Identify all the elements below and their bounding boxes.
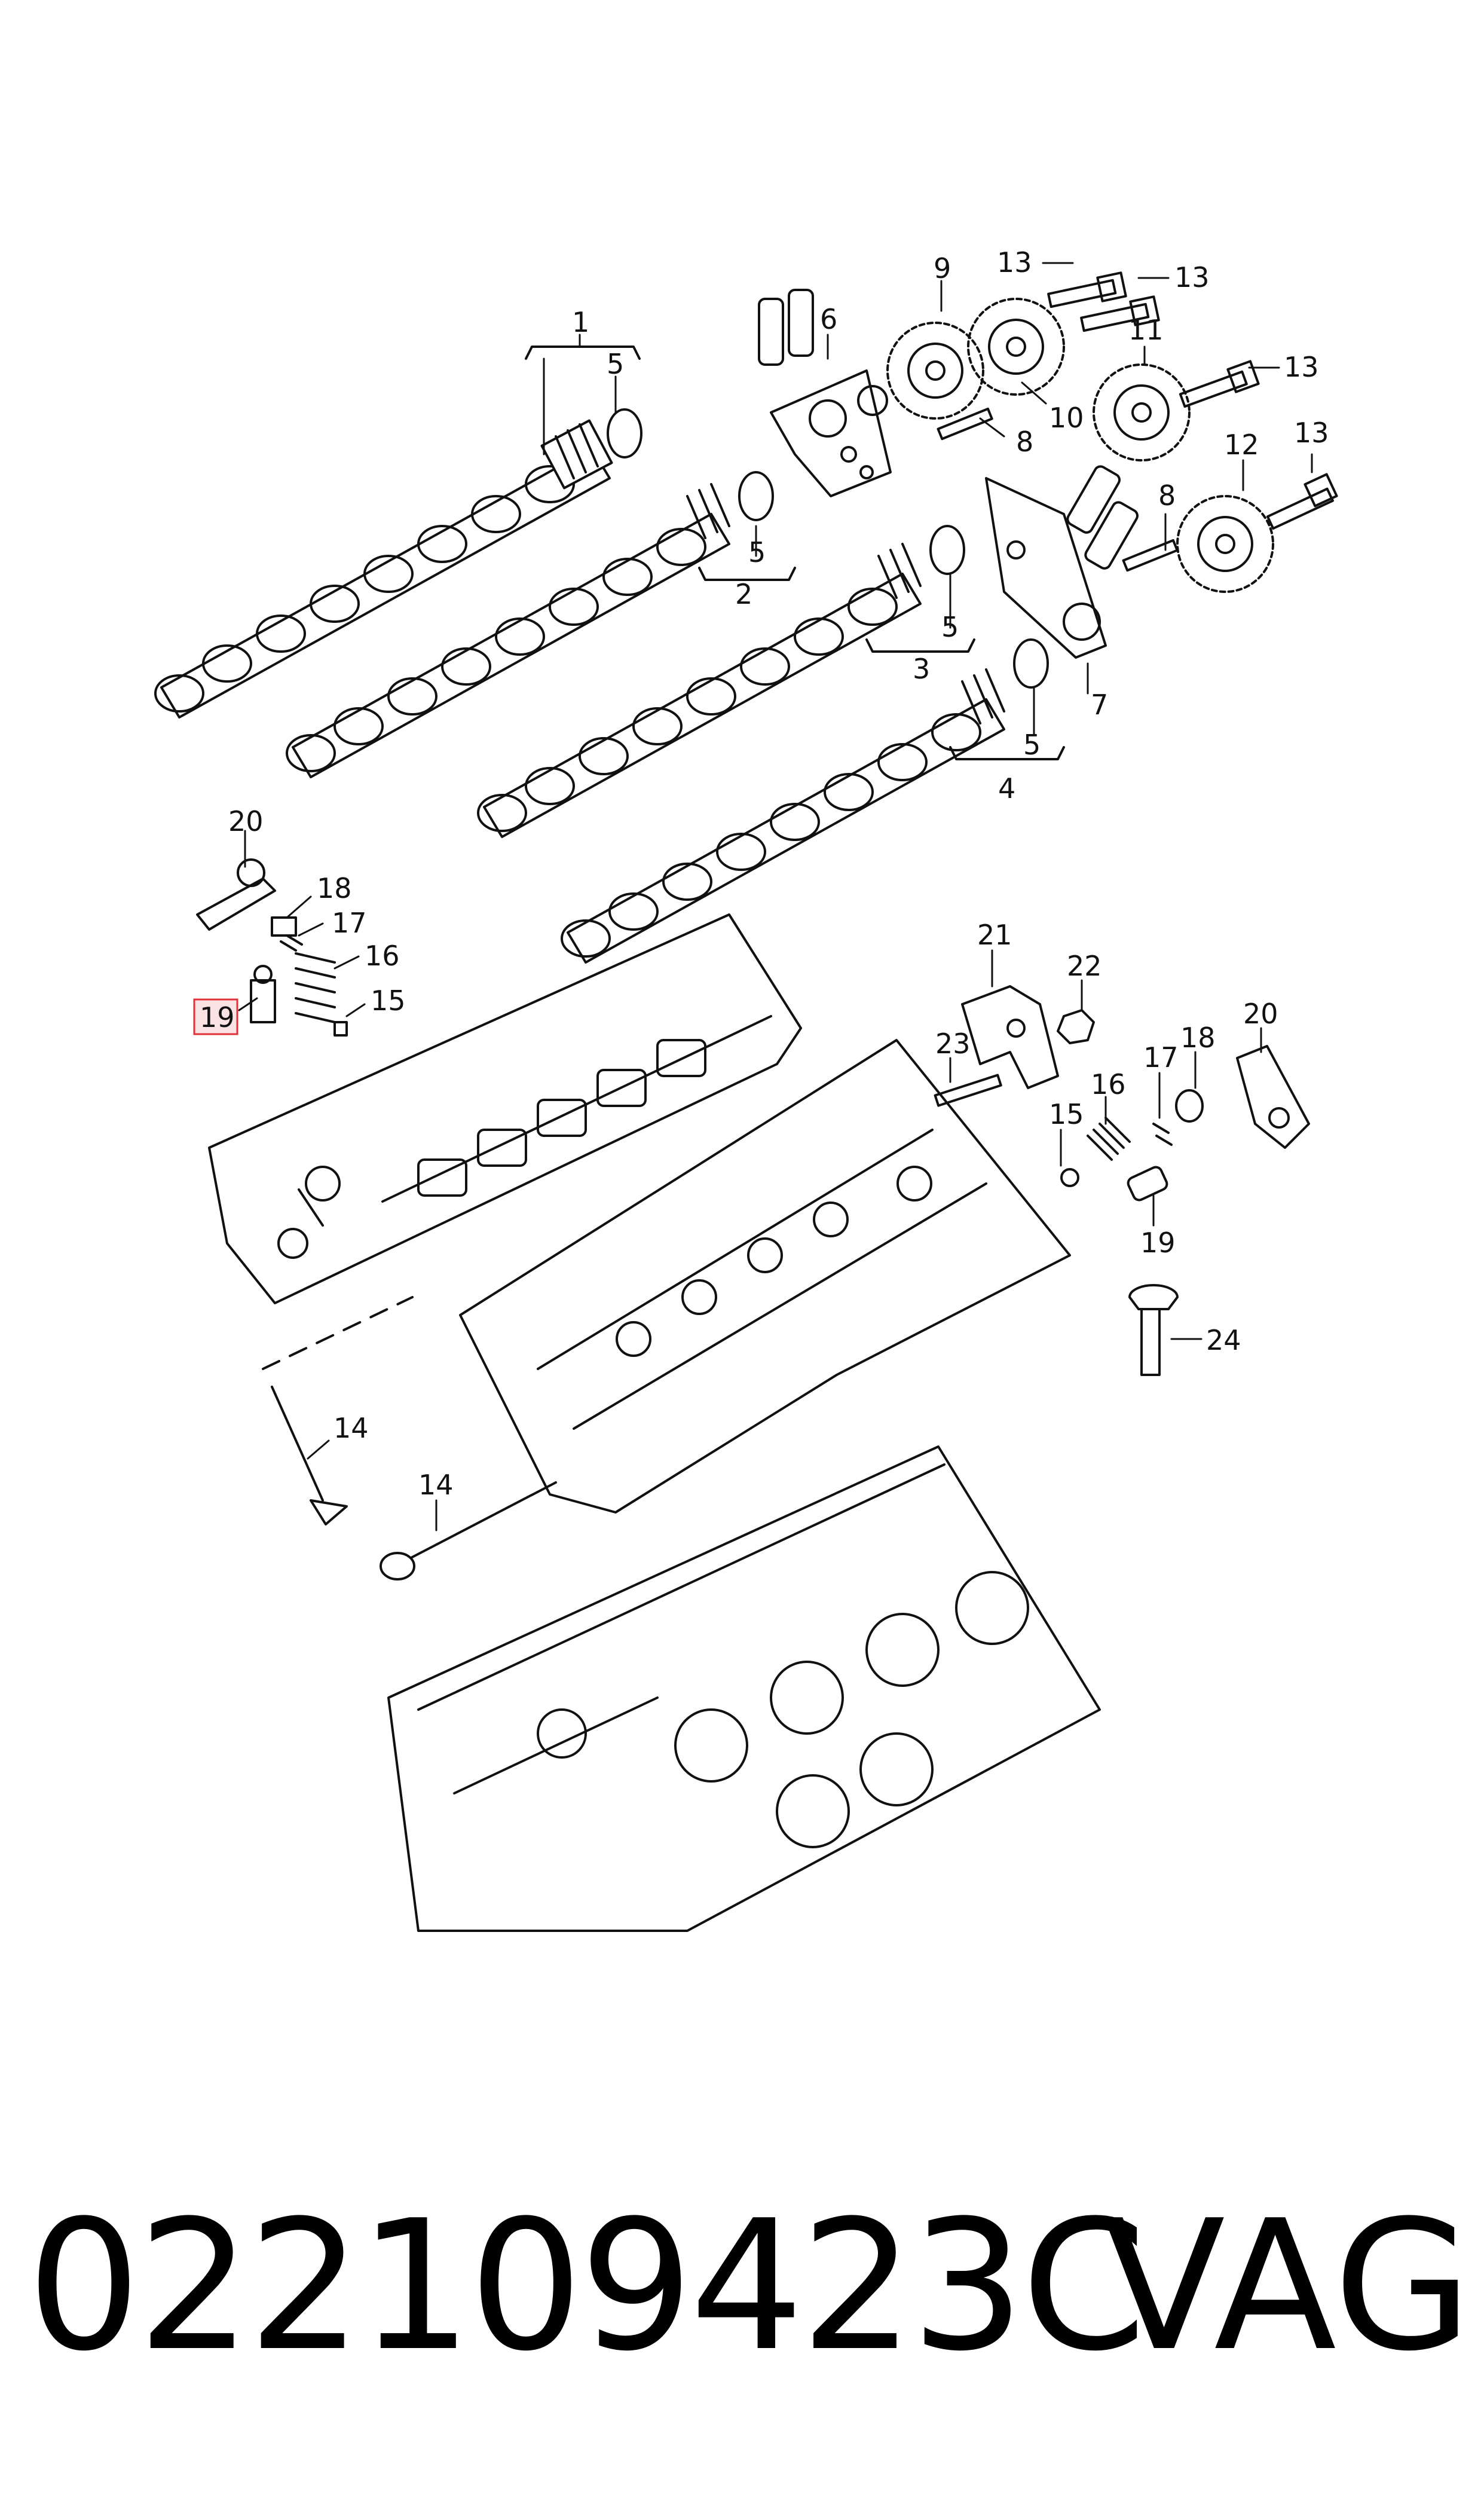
camshaft-3 [477,543,922,838]
callout-16a: 16 [365,940,400,972]
callout-20a: 20 [228,805,264,837]
valve-seal-18-left [271,916,297,937]
valve-cotter-17-right [1152,1123,1173,1146]
o-ring-5c [929,525,965,575]
stud-23 [934,1074,1002,1107]
callout-21: 21 [977,919,1012,951]
valve-spring-seat-15-right [1060,1168,1079,1187]
callout-15a: 15 [371,985,406,1017]
cylinder-head-right [459,1039,1071,1514]
callout-18a: 18 [317,872,352,904]
callout-13b: 13 [1174,261,1210,294]
callout-5c: 5 [941,611,959,643]
footer: 022109423C VAG [27,2182,1472,2391]
callout-18b: 18 [1180,1022,1216,1054]
callout-6: 6 [820,303,837,335]
o-ring-5d [1013,638,1049,689]
sprocket-11 [1093,363,1191,461]
bearing-cap-21 [961,985,1059,1089]
camshaft-1 [154,419,613,719]
camshaft-4 [561,668,1005,964]
sprocket-12 [1176,495,1274,593]
callout-4: 4 [998,772,1015,805]
camshaft-adjuster-6 [758,289,892,497]
callout-24: 24 [1206,1324,1241,1356]
callout-19b: 19 [1140,1227,1176,1259]
callout-19a: 19 [200,1001,235,1034]
callout-14a: 14 [333,1412,369,1444]
callout-16b: 16 [1091,1068,1126,1100]
highlight-box-19 [193,998,238,1035]
hydraulic-lifter-19-left [250,965,276,1023]
sprocket-9 [886,322,984,420]
callout-23: 23 [935,1028,971,1060]
valve-spring-seat-15-left [333,1021,348,1037]
valve-spring-16-left [295,952,336,1023]
camshaft-2 [286,483,730,778]
bracket-1 [525,346,641,360]
valve-14a [271,1386,348,1526]
camshaft-adjuster-7 [985,465,1139,659]
callout-8a: 8 [1016,426,1033,458]
rocker-arm-20-right [1236,1045,1310,1149]
callout-7: 7 [1091,689,1108,721]
callout-5d: 5 [1023,729,1041,761]
valve-spring-16-right [1087,1117,1131,1161]
leader-lines [238,262,1313,1531]
valve-14b [380,1481,557,1580]
o-ring-5b [738,471,774,521]
brand-label: VAG [1103,2182,1473,2390]
bolt-8a [937,407,993,441]
bolt-13b [1080,295,1160,332]
callout-13d: 13 [1294,417,1329,449]
valve-seal-18-right [1175,1089,1204,1123]
valve-cotter-17-left [280,934,303,952]
callout-1: 1 [572,306,589,338]
bolt-24 [1128,1284,1179,1376]
callout-13c: 13 [1284,351,1319,383]
cylinder-head-left [208,913,802,1304]
callout-3: 3 [913,653,930,685]
bracket-4 [949,746,1065,760]
rocker-arm-20-left [196,858,276,931]
callout-2: 2 [735,578,752,610]
callout-9: 9 [934,252,951,285]
callout-12: 12 [1224,429,1259,461]
callout-20b: 20 [1243,998,1278,1030]
part-number: 022109423C [27,2182,1146,2390]
callout-labels: 1 5 2 5 3 5 4 5 6 7 8 8 9 10 11 12 13 13… [200,246,1329,1501]
callout-10: 10 [1049,402,1084,434]
callout-5a: 5 [607,348,624,380]
bolt-13d [1266,473,1338,530]
dash-line [262,1296,414,1370]
callout-15b: 15 [1049,1098,1084,1130]
o-ring-5a [607,408,642,458]
bolt-13c [1179,360,1260,408]
callout-22: 22 [1067,950,1102,982]
bracket-3 [865,638,975,653]
nut-22 [1057,1009,1095,1044]
callout-14b: 14 [418,1469,454,1501]
callout-5b: 5 [748,536,766,568]
callout-13a: 13 [997,246,1032,279]
bracket-2 [698,567,796,581]
exploded-parts-diagram: 1 5 2 5 3 5 4 5 6 7 8 8 9 10 11 12 13 13… [154,246,1338,1932]
callout-8b: 8 [1158,479,1176,512]
hydraulic-lifter-19-right [1127,1166,1168,1202]
callout-17b: 17 [1143,1041,1179,1074]
engine-block [387,1445,1101,1932]
sprocket-10 [967,298,1065,396]
callout-11: 11 [1128,314,1164,346]
bolt-13a [1047,271,1127,308]
callout-17a: 17 [332,907,367,939]
bolt-8b [1122,539,1179,572]
